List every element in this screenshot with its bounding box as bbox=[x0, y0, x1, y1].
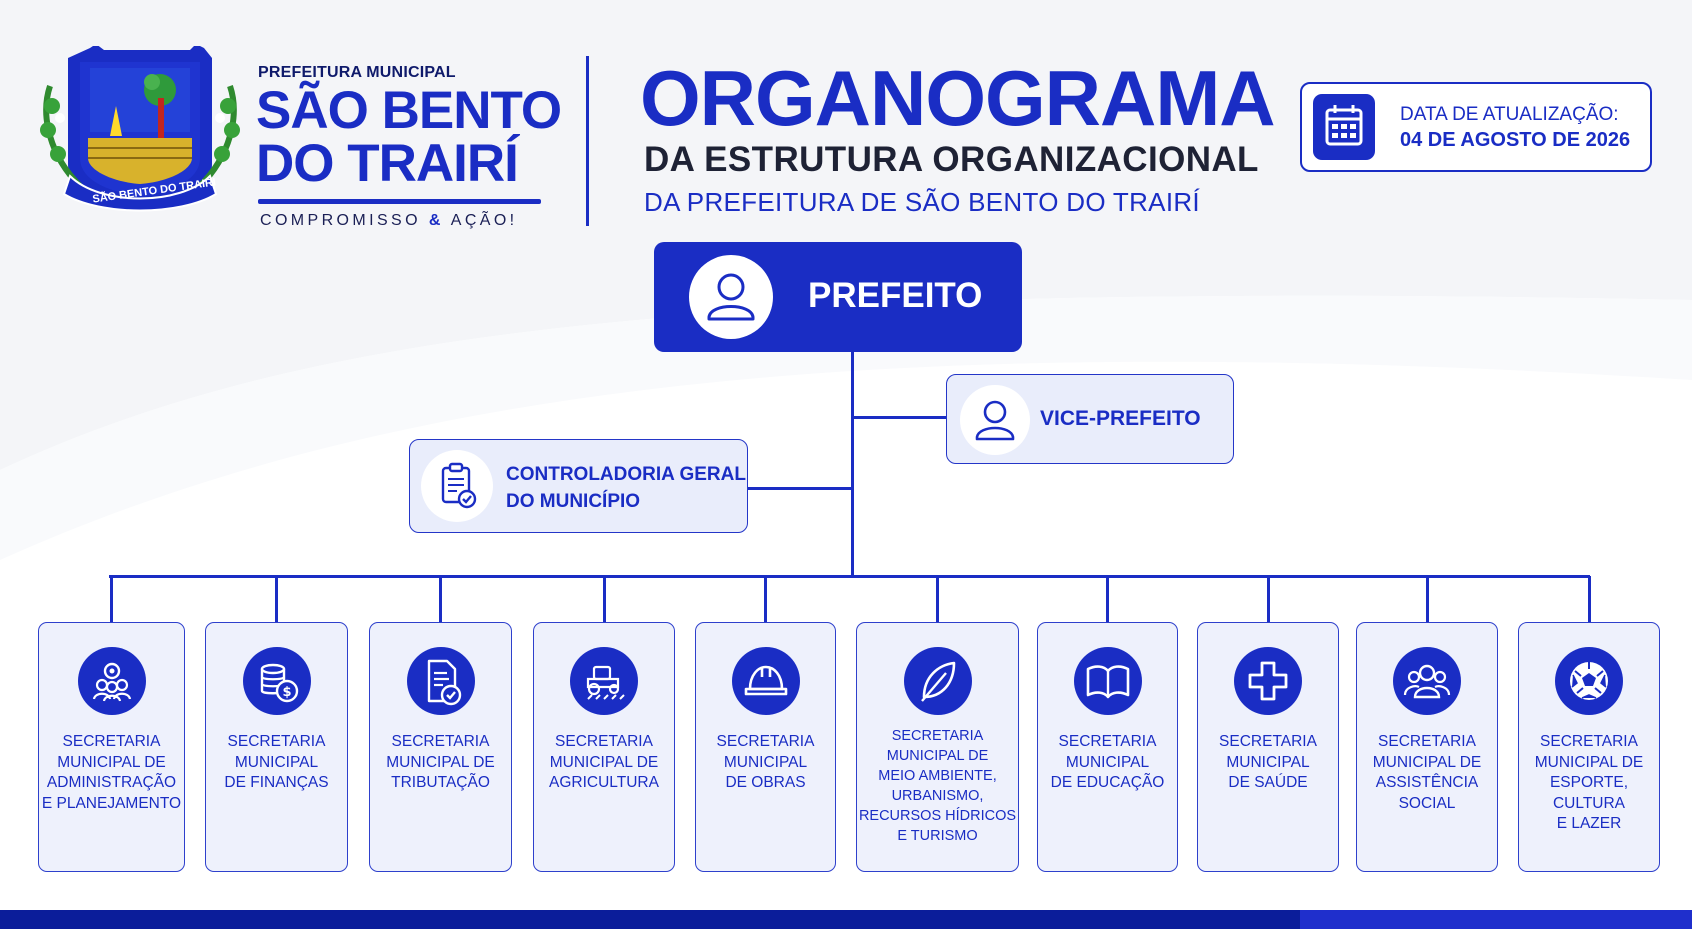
brand-name-line1: SÃO BENTO bbox=[256, 81, 562, 140]
secretaria-label: SECRETARIA MUNICIPAL DE EDUCAÇÃO bbox=[1050, 733, 1165, 791]
controladoria-label-line2: DO MUNICÍPIO bbox=[506, 491, 641, 512]
brand-tagline: COMPROMISSO & AÇÃO! bbox=[260, 212, 518, 230]
soccer-ball-icon bbox=[1555, 647, 1623, 715]
brand-subtitle: PREFEITURA MUNICIPAL bbox=[258, 64, 456, 81]
connector-secretaria-drop bbox=[1587, 576, 1591, 623]
secretaria-card bbox=[1197, 622, 1339, 872]
brand-underline bbox=[258, 199, 541, 204]
group-icon bbox=[1393, 647, 1461, 715]
vice-prefeito-label: VICE-PREFEITO bbox=[1040, 407, 1201, 430]
brand-name-line2: DO TRAIRÍ bbox=[256, 134, 519, 193]
document-check-icon bbox=[406, 647, 475, 715]
secretaria-label: SECRETARIA MUNICIPAL DE ESPORTE, CULTURA… bbox=[1534, 733, 1644, 832]
calendar-icon bbox=[1313, 94, 1375, 160]
svg-text:$: $ bbox=[282, 685, 291, 700]
secretaria-label: SECRETARIA MUNICIPAL DE SAÚDE bbox=[1219, 733, 1317, 791]
controladoria-label-line1: CONTROLADORIA GERAL bbox=[506, 464, 746, 485]
connector-secretaria-drop bbox=[936, 576, 939, 623]
tagline-part2: AÇÃO! bbox=[443, 212, 518, 229]
secretaria-label: SECRETARIA MUNICIPAL DE ADMINISTRAÇÃO E … bbox=[41, 733, 182, 812]
controladoria-label: CONTROLADORIA GERAL DO MUNICÍPIO bbox=[506, 461, 746, 515]
municipal-crest-logo bbox=[40, 46, 240, 212]
prefeito-label: PREFEITO bbox=[808, 276, 983, 315]
header-divider bbox=[586, 56, 589, 226]
secretaria-label: SECRETARIA MUNICIPAL DE FINANÇAS bbox=[224, 733, 329, 791]
brand-name: SÃO BENTO DO TRAIRÍ bbox=[256, 81, 562, 193]
prefeito-user-icon bbox=[689, 255, 773, 339]
clipboard-check-icon bbox=[421, 450, 493, 522]
tractor-icon bbox=[570, 647, 638, 715]
vice-prefeito-user-icon bbox=[960, 385, 1030, 455]
connector-secretaria-drop bbox=[1266, 576, 1270, 623]
page-subtitle: DA ESTRUTURA ORGANIZACIONAL bbox=[644, 140, 1259, 179]
tagline-part1: COMPROMISSO bbox=[260, 212, 429, 229]
connector-main-vertical bbox=[851, 352, 854, 578]
connector-horizontal-bus bbox=[109, 575, 1590, 578]
leaf-icon bbox=[903, 647, 972, 715]
secretaria-label: SECRETARIA MUNICIPAL DE TRIBUTAÇÃO bbox=[386, 733, 495, 791]
hard-hat-icon bbox=[731, 647, 800, 715]
connector-secretaria-drop bbox=[439, 576, 442, 623]
update-date-label: DATA DE ATUALIZAÇÃO: bbox=[1400, 104, 1619, 125]
connector-secretaria-drop bbox=[1425, 576, 1429, 623]
footer-bar-dark bbox=[0, 910, 1300, 929]
page-subtitle-secondary: DA PREFEITURA DE SÃO BENTO DO TRAIRÍ bbox=[644, 187, 1200, 217]
secretaria-label: SECRETARIA MUNICIPAL DE AGRICULTURA bbox=[549, 733, 659, 791]
tagline-ampersand: & bbox=[428, 212, 444, 229]
secretaria-label: SECRETARIA MUNICIPAL DE OBRAS bbox=[716, 733, 815, 791]
connector-controladoria bbox=[748, 487, 852, 490]
connector-secretaria-drop bbox=[764, 576, 767, 623]
connector-secretaria-drop bbox=[110, 576, 113, 623]
book-icon bbox=[1073, 647, 1142, 715]
secretaria-label: SECRETARIA MUNICIPAL DE MEIO AMBIENTE, U… bbox=[858, 728, 1017, 844]
people-gear-icon bbox=[77, 647, 146, 715]
connector-secretaria-drop bbox=[275, 576, 278, 623]
secretaria-label: SECRETARIA MUNICIPAL DE ASSISTÊNCIA SOCI… bbox=[1372, 733, 1482, 812]
update-date-value: 04 DE AGOSTO DE 2026 bbox=[1400, 129, 1631, 151]
connector-secretaria-drop bbox=[1106, 576, 1109, 623]
health-cross-icon bbox=[1234, 647, 1302, 715]
coins-icon: $ bbox=[242, 647, 311, 715]
connector-vice bbox=[853, 416, 946, 419]
page-title: ORGANOGRAMA bbox=[640, 54, 1276, 142]
connector-secretaria-drop bbox=[602, 576, 606, 623]
